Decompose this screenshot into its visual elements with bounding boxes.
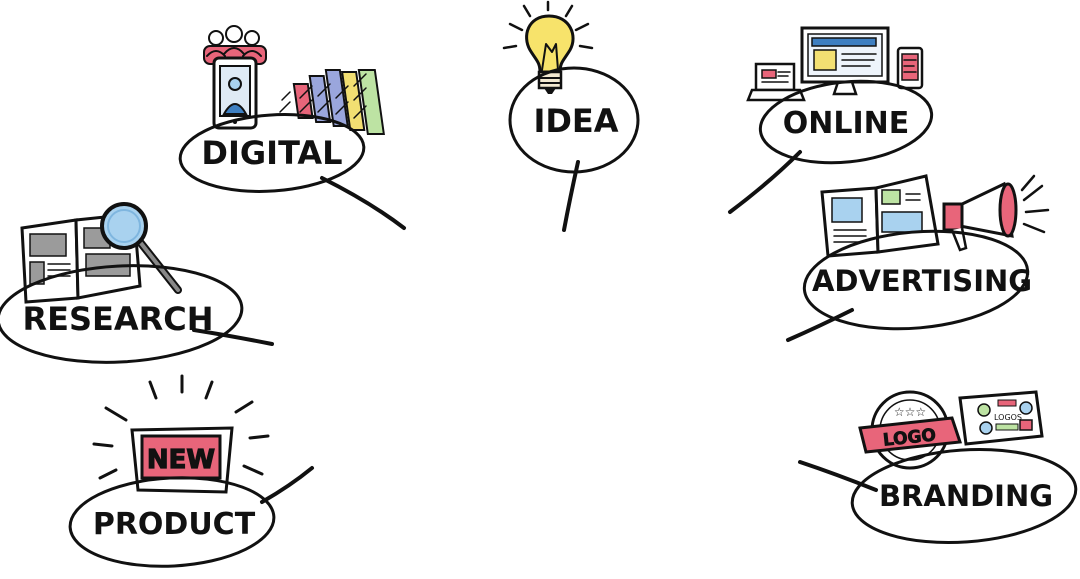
laptop-icon (746, 62, 806, 102)
bar-chart-icon (279, 69, 385, 135)
node-label-idea: IDEA (533, 102, 618, 140)
node-product: NEW PRODUCT (68, 374, 314, 568)
new-badge: NEW (130, 426, 234, 494)
starburst-icon (92, 374, 270, 480)
node-research: RESEARCH (0, 202, 274, 364)
node-advertising: ADVERTISING (786, 174, 1050, 342)
node-online: ONLINE (728, 26, 934, 214)
tablet-user-icon (212, 56, 258, 130)
logo-sheet-label: LOGOS (994, 413, 1022, 422)
node-label-product: PRODUCT (93, 507, 256, 542)
node-branding: ☆☆☆ LOGO LOGOS BRANDING (798, 390, 1078, 545)
logo-sheet-icon: LOGOS (958, 390, 1044, 446)
node-label-advertising: ADVERTISING (812, 264, 1032, 298)
svg-text:☆☆☆: ☆☆☆ (894, 405, 926, 419)
phone-icon (896, 46, 924, 90)
megaphone-icon (942, 174, 1050, 252)
node-label-research: RESEARCH (22, 300, 213, 338)
node-digital: DIGITAL (178, 25, 406, 230)
logo-badge-icon: ☆☆☆ LOGO (858, 390, 963, 470)
node-label-digital: DIGITAL (201, 134, 342, 172)
monitor-icon (800, 26, 890, 96)
node-label-branding: BRANDING (879, 479, 1053, 513)
node-idea: IDEA (502, 0, 640, 232)
new-badge-label: NEW (147, 445, 215, 475)
magazine-icon (820, 174, 940, 258)
node-label-online: ONLINE (783, 106, 910, 141)
lightbulb-icon (502, 0, 594, 94)
